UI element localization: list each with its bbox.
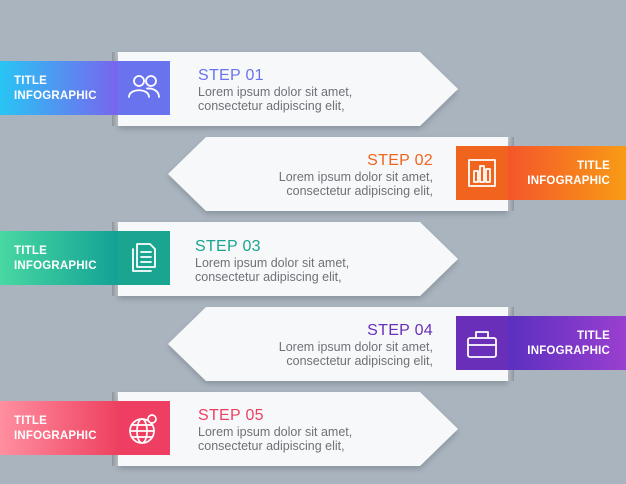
step-3-desc-line1: Lorem ipsum dolor sit amet, bbox=[195, 256, 349, 270]
step-4-desc-line2: consectetur adipiscing elit, bbox=[286, 354, 433, 368]
step-row-1: TITLE INFOGRAPHIC STEP 01 Lorem ipsum do… bbox=[0, 52, 458, 126]
step-5-tab bbox=[0, 401, 120, 455]
step-row-4: TITLE INFOGRAPHIC STEP 04 Lorem ipsum do… bbox=[168, 307, 626, 381]
step-1-title: STEP 01 bbox=[198, 67, 264, 84]
bar-chart-icon bbox=[468, 159, 496, 187]
step-3-icon-box bbox=[118, 231, 170, 285]
step-1-arrow-banner bbox=[118, 52, 458, 126]
step-row-5: TITLE INFOGRAPHIC STEP 05 Lorem ipsum do… bbox=[0, 392, 458, 466]
step-2-arrow-banner bbox=[168, 137, 508, 211]
step-1-desc-line2: consectetur adipiscing elit, bbox=[198, 99, 345, 113]
step-5-title: STEP 05 bbox=[198, 407, 264, 424]
step-4-desc-line1: Lorem ipsum dolor sit amet, bbox=[279, 340, 433, 354]
step-4-icon-box bbox=[456, 316, 508, 370]
step-row-2: TITLE INFOGRAPHIC STEP 02 Lorem ipsum do… bbox=[168, 137, 626, 211]
step-5-tab-subtitle: INFOGRAPHIC bbox=[14, 430, 97, 442]
step-1-desc-line1: Lorem ipsum dolor sit amet, bbox=[198, 85, 352, 99]
step-4-tab-subtitle: INFOGRAPHIC bbox=[527, 345, 610, 357]
step-4-arrow-banner bbox=[168, 307, 508, 381]
step-2-tab-subtitle: INFOGRAPHIC bbox=[527, 175, 610, 187]
step-5-arrow-banner bbox=[118, 392, 458, 466]
step-5-tab-title: TITLE bbox=[14, 415, 47, 427]
briefcase-icon bbox=[467, 331, 497, 358]
step-5-desc-line1: Lorem ipsum dolor sit amet, bbox=[198, 425, 352, 439]
step-3-desc-line2: consectetur adipiscing elit, bbox=[195, 270, 342, 284]
step-2-title: STEP 02 bbox=[367, 152, 433, 169]
step-3-tab bbox=[0, 231, 120, 285]
step-2-desc-line2: consectetur adipiscing elit, bbox=[286, 184, 433, 198]
step-5-icon-box bbox=[118, 401, 170, 455]
step-3-tab-title: TITLE bbox=[14, 245, 47, 257]
step-row-3: TITLE INFOGRAPHIC STEP 03 Lorem ipsum do… bbox=[0, 222, 458, 296]
step-3-tab-subtitle: INFOGRAPHIC bbox=[14, 260, 97, 272]
step-1-tab-title: TITLE bbox=[14, 75, 47, 87]
step-1-icon-box bbox=[118, 61, 170, 115]
step-2-tab bbox=[506, 146, 626, 200]
step-1-tab-subtitle: INFOGRAPHIC bbox=[14, 90, 97, 102]
document-icon bbox=[132, 243, 156, 272]
step-4-tab bbox=[506, 316, 626, 370]
step-2-tab-title: TITLE bbox=[577, 160, 610, 172]
step-4-tab-title: TITLE bbox=[577, 330, 610, 342]
globe-icon bbox=[129, 414, 157, 444]
step-5-desc-line2: consectetur adipiscing elit, bbox=[198, 439, 345, 453]
step-2-icon-box bbox=[456, 146, 508, 200]
step-3-arrow-banner bbox=[118, 222, 458, 296]
step-4-title: STEP 04 bbox=[367, 322, 433, 339]
step-3-title: STEP 03 bbox=[195, 238, 261, 255]
step-1-tab bbox=[0, 61, 120, 115]
users-icon bbox=[128, 75, 160, 98]
step-2-desc-line1: Lorem ipsum dolor sit amet, bbox=[279, 170, 433, 184]
